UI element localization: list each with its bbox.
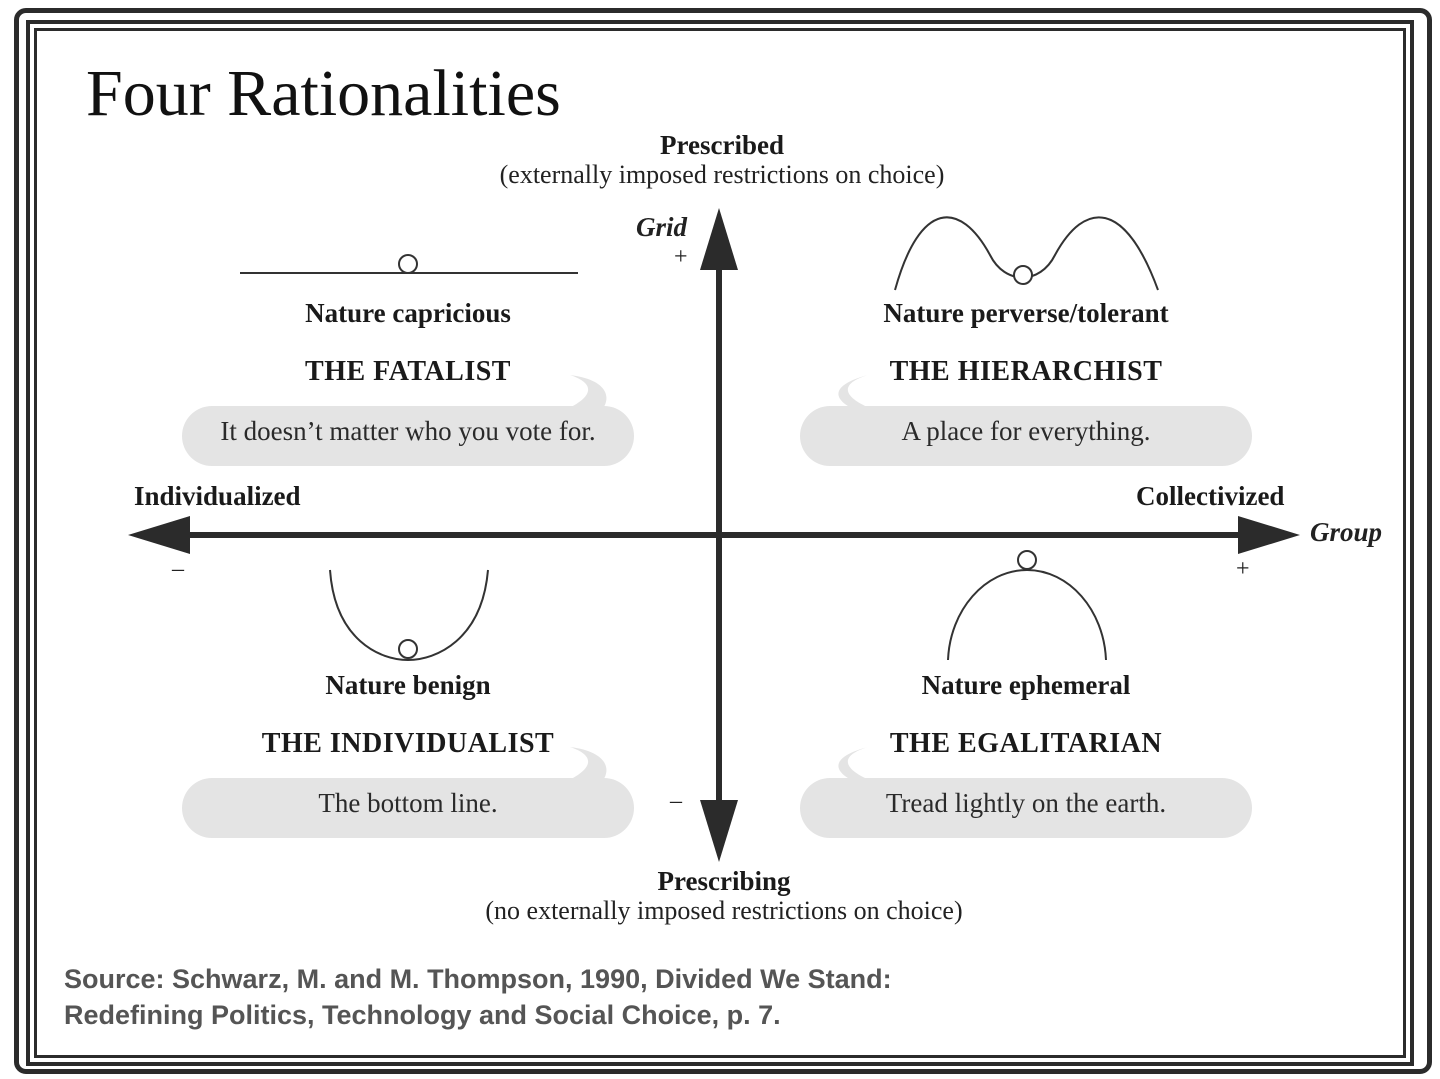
fatalist-nature-label: Nature capricious	[305, 298, 511, 328]
group-left-label: Individualized	[134, 481, 301, 511]
bubble-egalitarian	[800, 747, 1252, 838]
bubble-individualist	[182, 747, 634, 838]
individualist-nature-label: Nature benign	[325, 670, 491, 700]
source-line-1: Source: Schwarz, M. and M. Thompson, 199…	[64, 964, 892, 994]
individualist-type-label: THE INDIVIDUALIST	[261, 728, 555, 759]
grid-axis-arrow-down	[700, 800, 738, 862]
fatalist-type-label: THE FATALIST	[305, 356, 511, 387]
grid-top-label: Prescribed	[660, 130, 784, 160]
grid-minus-sign: –	[670, 788, 682, 814]
nature-ephemeral-icon	[947, 550, 1107, 661]
nature-benign-icon	[329, 569, 489, 662]
inner-frame-line	[34, 28, 1406, 1058]
group-axis-arrow-left	[128, 516, 190, 554]
nature-perverse-tolerant-icon	[894, 216, 1159, 291]
grid-axis-name: Grid	[636, 212, 688, 242]
grid-plus-sign: +	[674, 244, 688, 270]
inner-frame	[26, 20, 1414, 1066]
hierarchist-type-label: THE HIERARCHIST	[889, 356, 1163, 387]
page-title: Four Rationalities	[86, 57, 561, 130]
grid-bottom-sublabel: (no externally imposed restrictions on c…	[485, 896, 963, 925]
grid-top-sublabel: (externally imposed restrictions on choi…	[499, 160, 945, 189]
nature-capricious-icon	[240, 254, 578, 274]
egalitarian-nature-label: Nature ephemeral	[921, 670, 1131, 700]
group-axis-name: Group	[1310, 517, 1383, 547]
grid-bottom-label: Prescribing	[657, 866, 791, 896]
group-minus-sign: –	[172, 556, 184, 582]
group-right-label: Collectivized	[1136, 481, 1285, 511]
hierarchist-quote: A place for everything.	[901, 416, 1151, 446]
group-axis-arrow-right	[1238, 516, 1300, 554]
bubble-fatalist	[182, 375, 634, 466]
group-plus-sign: +	[1236, 556, 1250, 582]
bubble-hierarchist	[800, 375, 1252, 466]
fatalist-quote: It doesn’t matter who you vote for.	[220, 416, 596, 446]
egalitarian-type-label: THE EGALITARIAN	[889, 728, 1163, 759]
egalitarian-quote: Tread lightly on the earth.	[885, 788, 1167, 818]
outer-frame	[14, 8, 1432, 1074]
individualist-quote: The bottom line.	[318, 788, 498, 818]
hierarchist-nature-label: Nature perverse/tolerant	[883, 298, 1169, 328]
source-line-2: Redefining Politics, Technology and Soci…	[64, 1000, 781, 1030]
grid-axis-arrow-up	[700, 208, 738, 270]
group-axis	[128, 516, 1300, 554]
